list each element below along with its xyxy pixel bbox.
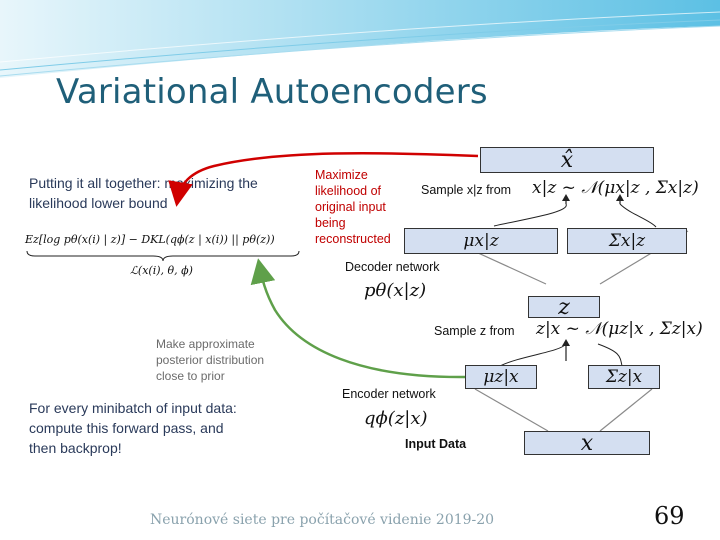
encoder-formula: qϕ(z|x) bbox=[364, 408, 428, 429]
xhat-box: x̂ bbox=[480, 147, 654, 173]
sample-xz-label: Sample x|z from bbox=[421, 183, 511, 197]
x-box: x bbox=[524, 431, 650, 455]
sample-z-label: Sample z from bbox=[434, 324, 515, 338]
sigma-zx-box: Σz|x bbox=[588, 365, 660, 389]
sigma-xz-box: Σx|z bbox=[567, 228, 687, 254]
z-symbol: z bbox=[558, 295, 570, 320]
mu-xz-symbol: μx|z bbox=[463, 231, 498, 251]
mu-xz-box: μx|z bbox=[404, 228, 558, 254]
page-number: 69 bbox=[654, 502, 685, 530]
green-arrow bbox=[260, 268, 466, 377]
decoder-label: Decoder network bbox=[345, 260, 440, 274]
sigma-xz-symbol: Σx|z bbox=[609, 231, 645, 251]
decoder-formula: pθ(x|z) bbox=[364, 280, 426, 301]
encoder-label: Encoder network bbox=[342, 387, 436, 401]
x-distribution: x|z ~ 𝒩(μx|z , Σx|z) bbox=[532, 178, 699, 198]
z-box: z bbox=[528, 296, 600, 318]
mu-zx-box: μz|x bbox=[465, 365, 537, 389]
x-symbol: x bbox=[581, 431, 593, 456]
input-data-label: Input Data bbox=[405, 437, 466, 451]
z-distribution: z|x ~ 𝒩(μz|x , Σz|x) bbox=[536, 319, 703, 339]
footer-text: Neurónové siete pre počítačové videnie 2… bbox=[150, 512, 494, 528]
xhat-symbol: x̂ bbox=[561, 148, 573, 173]
mu-zx-symbol: μz|x bbox=[483, 367, 518, 387]
sigma-zx-symbol: Σz|x bbox=[606, 367, 642, 387]
